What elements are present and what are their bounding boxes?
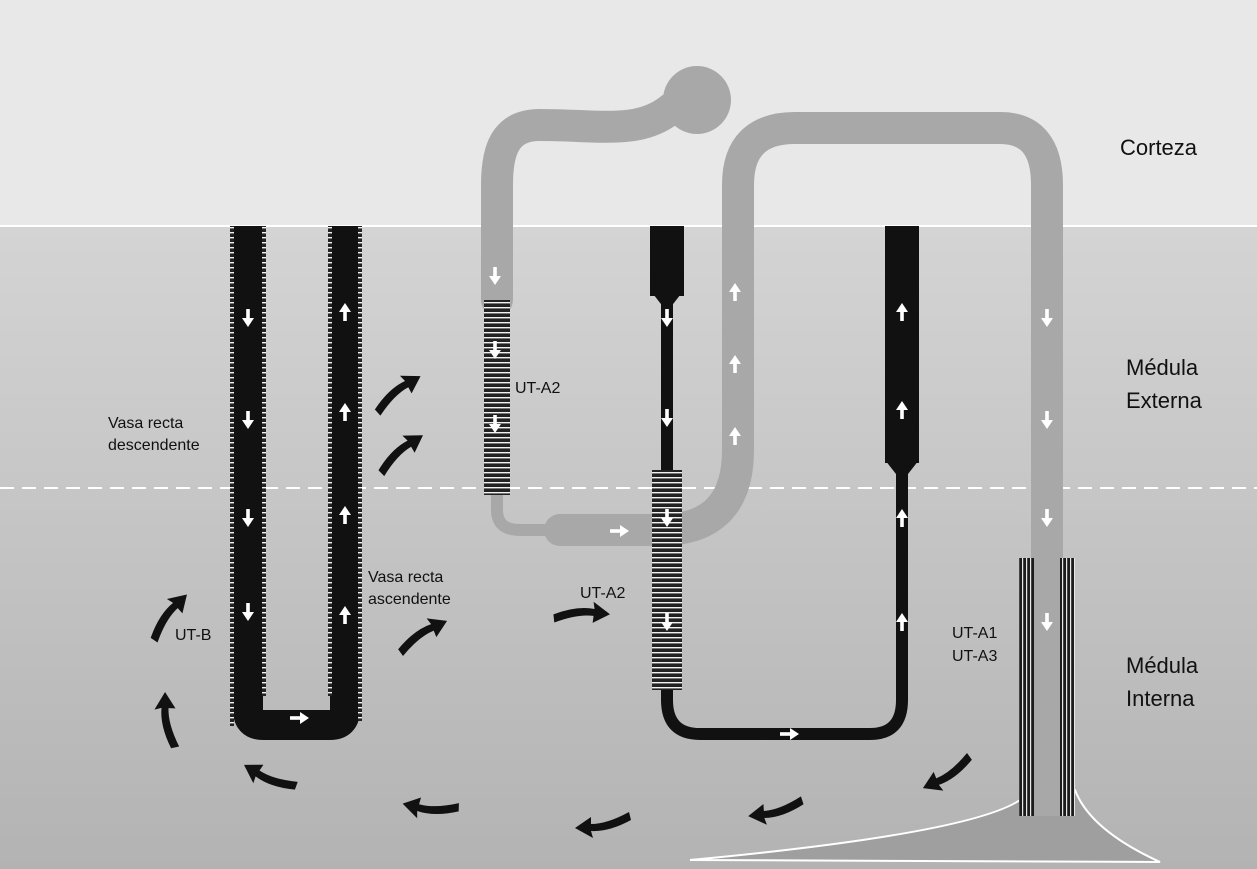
loop-descending-thick [650,226,684,296]
label-vasa-descending-1: Vasa recta [108,415,183,432]
ut-a2-lower-band [652,470,682,690]
label-ut-a3: UT-A3 [952,648,997,665]
gray-tubules [481,66,1063,578]
loop-ascending-thick [885,226,919,463]
ut-a2-upper-band [484,300,510,495]
thin-descending-limb [491,294,566,536]
label-vasa-descending-2: descendente [108,437,200,454]
distal-collecting-tubule [544,112,1063,578]
label-ut-a2-upper: UT-A2 [515,380,560,397]
zone-label-outer-medulla-1: Médula [1126,355,1199,380]
label-ut-b: UT-B [175,627,211,644]
collecting-duct-lumen [1034,558,1060,816]
vasa-asc-inner-membrane [328,226,332,696]
vasa-desc-inner-membrane [262,226,266,696]
vasa-recta [230,226,362,740]
label-vasa-ascending-2: ascendente [368,591,451,608]
label-ut-a1: UT-A1 [952,625,997,642]
label-ut-a2-lower: UT-A2 [580,585,625,602]
zone-label-outer-medulla-2: Externa [1126,388,1203,413]
vasa-recta-loop [233,226,360,740]
loop-taper-right [885,460,919,474]
vasa-desc-outer-membrane [230,226,234,726]
label-vasa-ascending-1: Vasa recta [368,569,443,586]
loop-taper-left [650,290,684,308]
vasa-asc-outer-membrane [358,226,362,721]
zone-label-cortex: Corteza [1120,135,1198,160]
zone-label-inner-medulla-1: Médula [1126,653,1199,678]
zone-label-inner-medulla-2: Interna [1126,686,1195,711]
proximal-tubule [481,92,688,316]
